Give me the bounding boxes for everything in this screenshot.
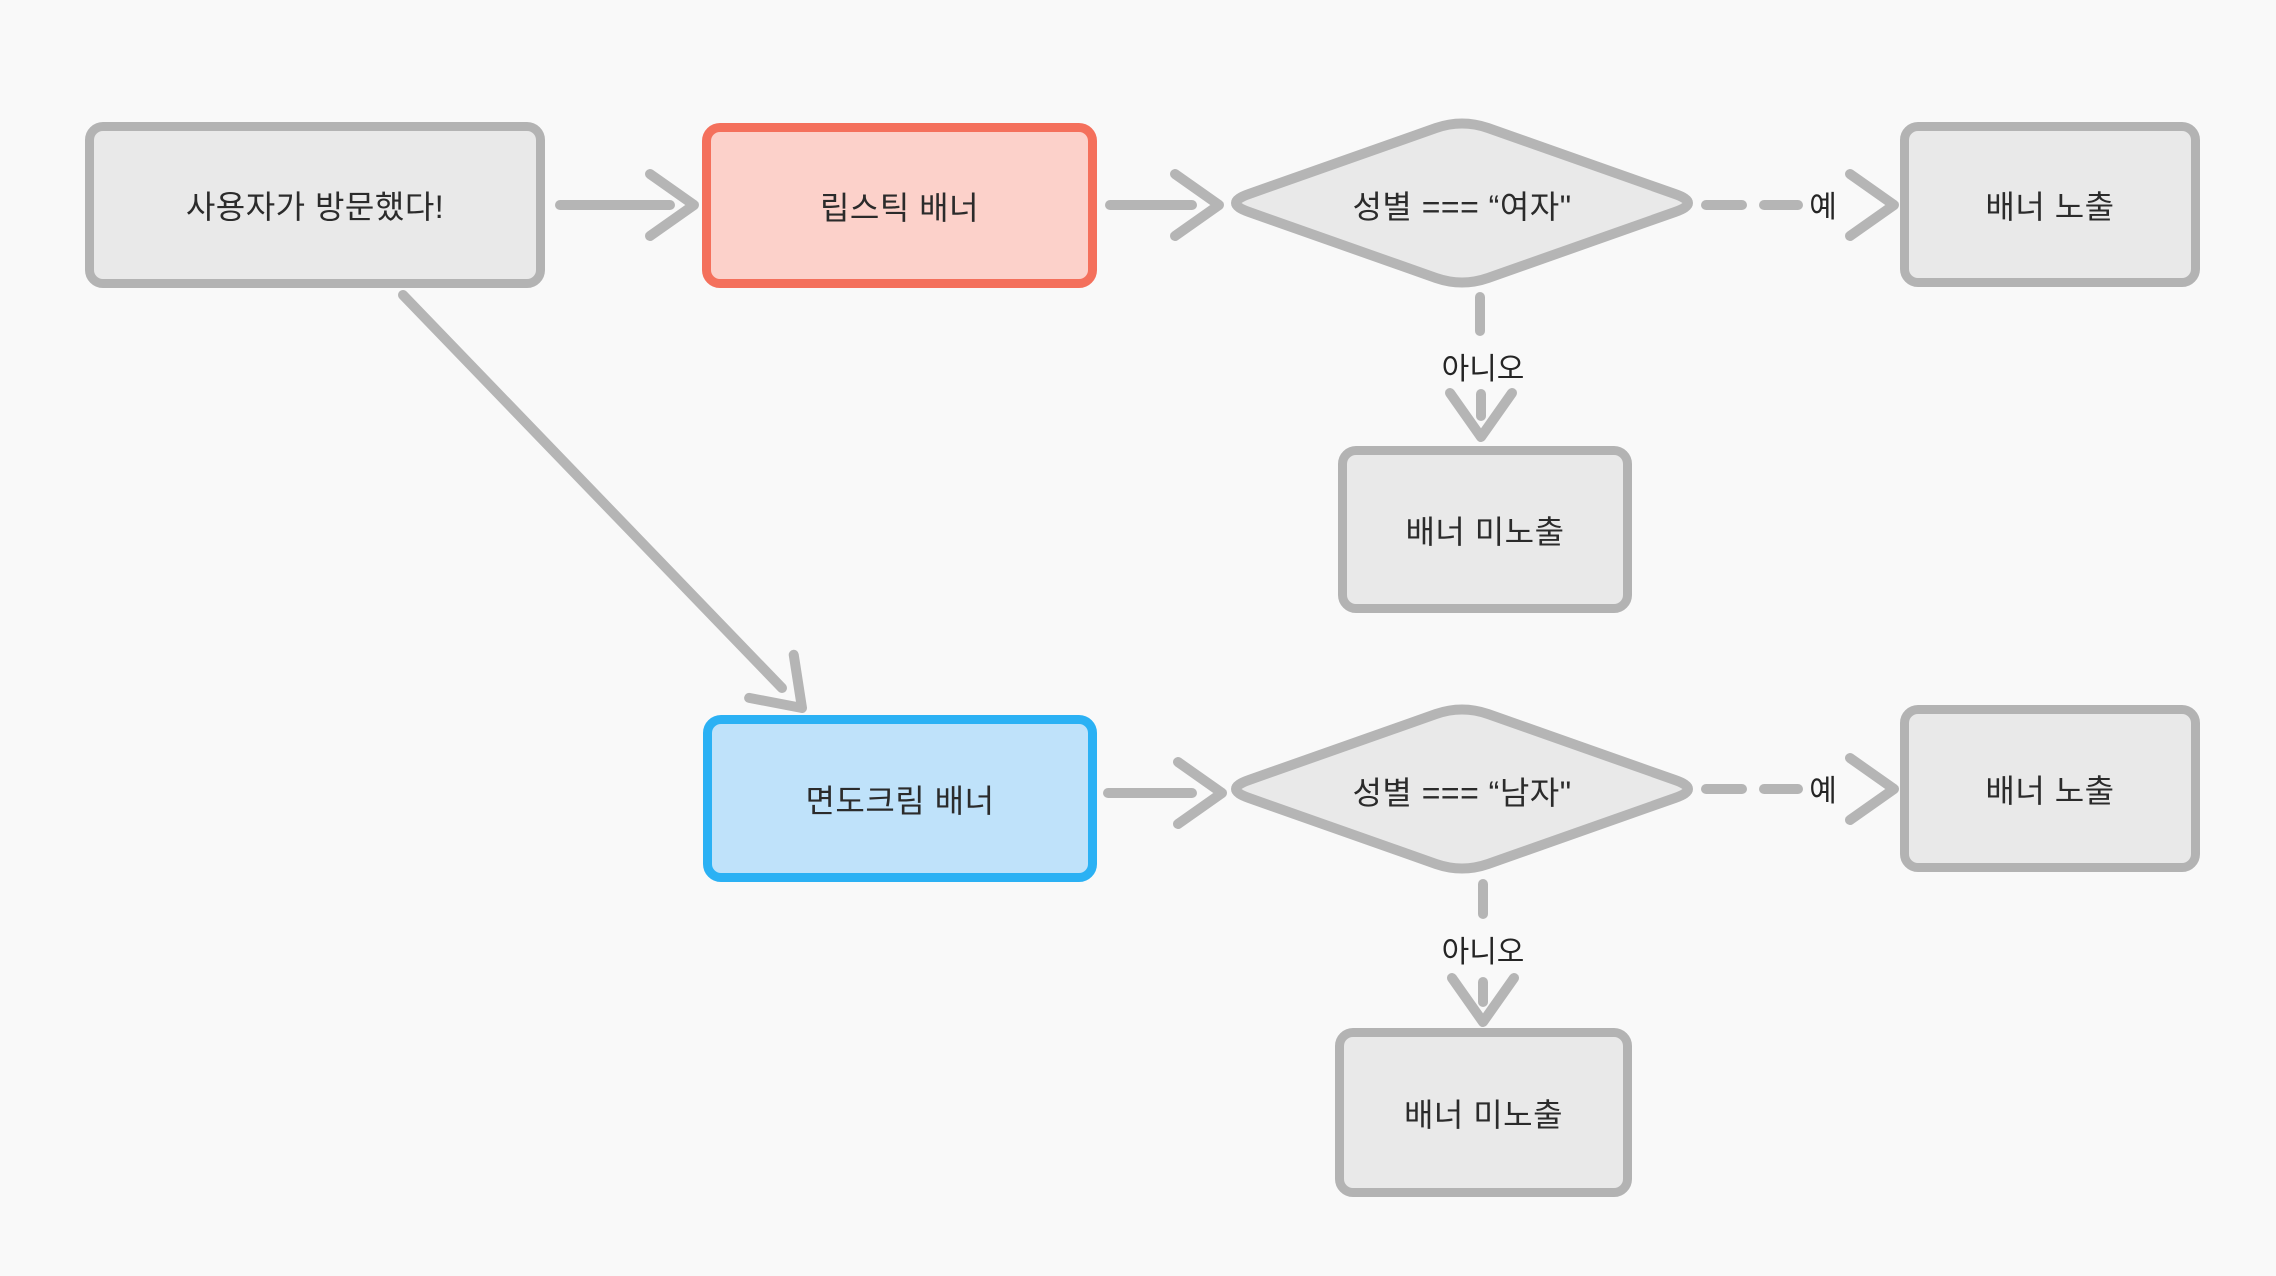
edge-label-no-bottom: 아니오 [1441, 936, 1525, 969]
arrowhead-shaving-to-decision [1173, 757, 1227, 829]
decision-gender-male-label: 성별 === “남자" [1352, 775, 1572, 811]
arrowhead-decision-female-no [1445, 388, 1517, 442]
edge-label-yes-top: 예 [1809, 191, 1837, 224]
arrowhead-decision-male-yes [1845, 753, 1899, 825]
node-shaving-cream-banner: 면도크림 배너 [703, 715, 1097, 882]
node-lipstick-banner-label: 립스틱 배너 [819, 189, 980, 226]
node-show-banner-bottom: 배너 노출 [1900, 705, 2200, 872]
arrowhead-start-to-lipstick [645, 169, 699, 241]
node-hide-banner-top: 배너 미노출 [1338, 446, 1632, 613]
node-hide-banner-top-label: 배너 미노출 [1405, 513, 1565, 550]
arrowhead-decision-female-yes [1845, 169, 1899, 241]
arrowhead-decision-male-no [1447, 973, 1519, 1027]
node-hide-banner-bottom-label: 배너 미노출 [1403, 1096, 1564, 1133]
node-show-banner-top-label: 배너 노출 [1985, 188, 2115, 225]
edge-label-yes-bottom: 예 [1809, 775, 1837, 808]
edge-label-no-top: 아니오 [1441, 353, 1525, 386]
node-user-visited: 사용자가 방문했다! [85, 122, 545, 288]
arrowhead-lipstick-to-decision [1170, 169, 1224, 241]
node-user-visited-label: 사용자가 방문했다! [185, 189, 445, 225]
edge-start-to-shaving [398, 290, 787, 693]
node-hide-banner-bottom: 배너 미노출 [1335, 1028, 1632, 1197]
arrowhead-start-to-shaving [744, 649, 807, 713]
node-show-banner-top: 배너 노출 [1900, 122, 2200, 287]
node-show-banner-bottom-label: 배너 노출 [1985, 772, 2115, 809]
node-lipstick-banner: 립스틱 배너 [702, 123, 1097, 288]
decision-gender-male-shape [1231, 704, 1693, 874]
decision-gender-female-shape [1231, 118, 1693, 288]
node-shaving-cream-banner-label: 면도크림 배너 [805, 782, 995, 819]
decision-gender-female-label: 성별 === “여자" [1352, 189, 1572, 225]
